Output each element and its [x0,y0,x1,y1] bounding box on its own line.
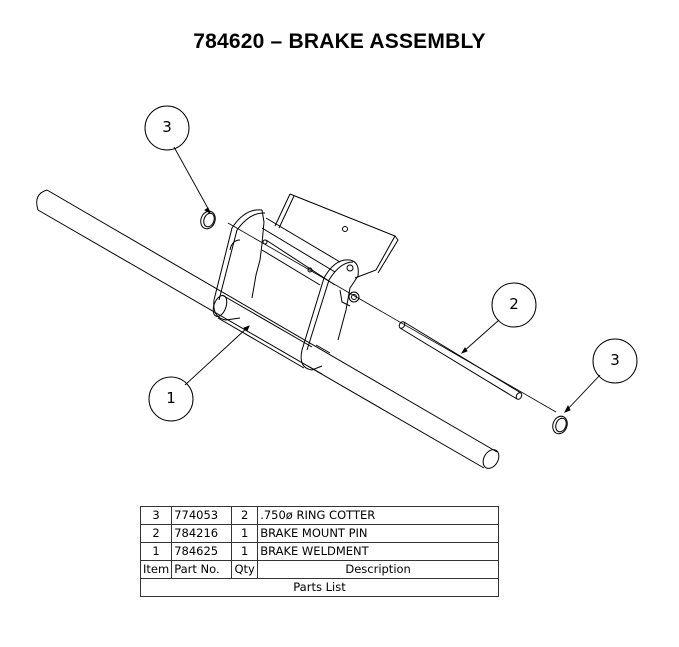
item-cell: 1 [139,542,173,561]
balloon-item-3-right [592,338,638,384]
right-side-plate [300,259,360,371]
ring-cotter-right [552,415,568,435]
table-header-row: Item Part No. Qty Description [139,560,499,579]
balloon-leaders [173,146,601,413]
qty-cell: 1 [231,542,259,561]
parts-list-caption: Parts List [140,578,499,597]
balloon-item-1 [148,376,194,422]
brake-pad-plate [274,193,399,279]
description-cell: BRAKE WELDMENT [257,542,499,561]
table-caption-row: Parts List [140,578,499,597]
description-cell: BRAKE MOUNT PIN [257,524,499,543]
ring-cotter-left [200,210,216,230]
balloon-item-3-left [144,105,190,151]
left-side-plate [213,209,266,321]
header-part-no: Part No. [171,560,233,579]
qty-cell: 2 [231,506,259,525]
header-description: Description [257,560,499,579]
part-no-cell: 784216 [171,524,233,543]
cross-tube [261,217,341,286]
table-row: 3 774053 2 .750ø RING COTTER [139,506,499,525]
description-cell: .750ø RING COTTER [257,506,499,525]
balloon-label: 3 [162,118,172,136]
drawing-title: 784620 – BRAKE ASSEMBLY [193,30,486,53]
balloon-label: 3 [610,351,620,369]
header-item: Item [139,560,173,579]
lower-tube [212,294,331,375]
brake-mount-pin [398,321,523,400]
balloon-label: 1 [166,389,176,407]
item-cell: 3 [139,506,173,525]
balloon-label: 2 [509,295,519,313]
table-row: 1 784625 1 BRAKE WELDMENT [139,542,499,561]
part-no-cell: 774053 [171,506,233,525]
table-row: 2 784216 1 BRAKE MOUNT PIN [139,524,499,543]
pin-axis-line [227,222,557,413]
balloon-item-2 [491,282,537,328]
parts-list-table: 3 774053 2 .750ø RING COTTER 2 784216 1 … [139,506,499,597]
item-cell: 2 [139,524,173,543]
axle-tube [36,189,500,469]
qty-cell: 1 [231,524,259,543]
header-qty: Qty [231,560,259,579]
part-no-cell: 784625 [171,542,233,561]
